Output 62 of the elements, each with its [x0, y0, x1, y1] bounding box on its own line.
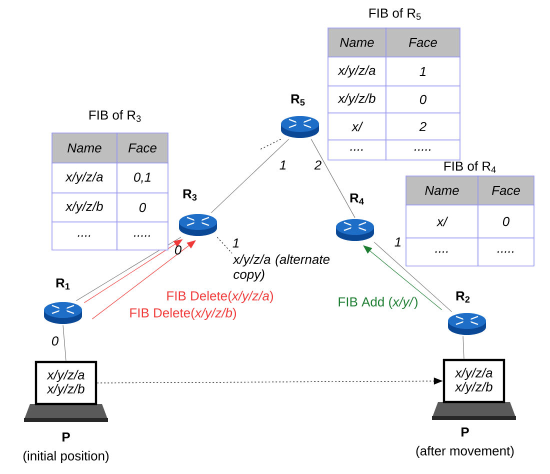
router: [448, 313, 486, 335]
table-cell: x/y/z/b: [328, 86, 386, 114]
link-line: [210, 138, 290, 214]
edge-label: FIB Add (x/y/): [336, 296, 420, 310]
router-label: R$_{3}$: [183, 189, 197, 201]
device-caption: (after movement): [416, 446, 514, 458]
edge-label: FIB Delete(x/y/z/a): [165, 290, 275, 304]
table-title: FIB of R$_{3}$: [89, 110, 141, 122]
device-label: P: [62, 432, 70, 442]
router-label: R$_{4}$: [350, 193, 364, 205]
router: [44, 302, 82, 324]
port-number: 1: [394, 238, 401, 246]
table-cell: 0: [116, 192, 168, 222]
link-line: [62, 324, 66, 362]
router: [336, 219, 374, 241]
table-cell: 0: [386, 86, 460, 114]
table-cell: x/: [328, 112, 386, 140]
arrow: [363, 245, 442, 310]
table-header: Face: [116, 132, 168, 164]
link-line: [462, 336, 464, 360]
router-label: R$_{5}$: [291, 94, 305, 106]
port-number: 1: [232, 238, 239, 248]
router: [179, 214, 217, 236]
table-cell: x/y/z/b: [52, 192, 118, 222]
table-cell: ....: [328, 140, 386, 160]
router-label: R$_{2}$: [456, 291, 470, 303]
laptop: x/y/z/a x/y/z/b: [24, 360, 108, 422]
table-cell: ....: [52, 222, 118, 250]
laptop: x/y/z/a x/y/z/b: [432, 358, 516, 420]
link-line: [216, 236, 232, 254]
table-header: Name: [328, 28, 386, 58]
table-cell: x/y/z/a: [328, 56, 386, 86]
table-cell: .....: [386, 140, 460, 160]
table-cell: 0,1: [116, 162, 168, 194]
table-cell: .....: [478, 238, 534, 266]
device-label: P: [462, 428, 469, 436]
table-title: FIB of R$_{5}$: [369, 8, 421, 20]
device-caption: (initial position): [23, 450, 109, 464]
table-cell: 2: [386, 112, 460, 140]
port-number: 1: [280, 160, 286, 170]
table-title: FIB of R$_{4}$: [444, 161, 496, 173]
port-number: 2: [314, 160, 322, 170]
table-cell: 0: [478, 204, 534, 238]
edge-label: FIB Delete(x/y/z/b): [128, 306, 238, 322]
port-number: 0: [52, 336, 58, 346]
router-label: R$_{1}$: [56, 278, 70, 290]
link-line: [374, 242, 452, 312]
table-cell: ....: [406, 238, 478, 266]
table-cell: 1: [386, 56, 460, 86]
table-header: Name: [52, 132, 118, 164]
link-line: [310, 138, 356, 218]
port-number: 0: [174, 245, 182, 255]
table-cell: x/y/z/a: [52, 162, 118, 194]
link-line: [258, 138, 282, 150]
table-header: Name: [406, 176, 478, 206]
note-text: x/y/z/a (alternate copy): [232, 254, 330, 282]
router: [281, 116, 319, 138]
table-cell: .....: [116, 222, 168, 250]
arrow: [92, 240, 196, 320]
table-cell: x/: [406, 204, 478, 238]
table-header: Face: [386, 28, 460, 58]
table-header: Face: [478, 176, 534, 206]
